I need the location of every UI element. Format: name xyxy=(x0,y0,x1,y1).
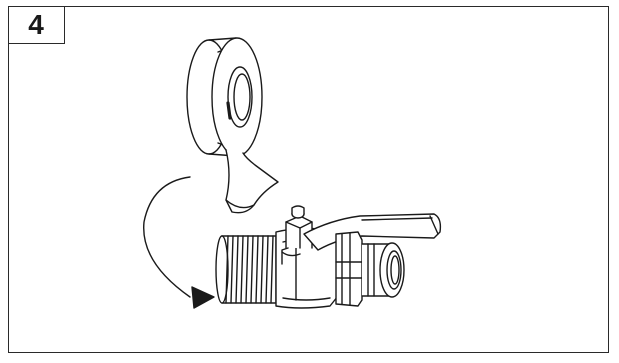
ptfe-tape-roll xyxy=(187,38,278,213)
union-nut xyxy=(336,232,362,306)
rotation-arrow xyxy=(144,177,214,308)
ball-valve xyxy=(216,206,440,308)
outlet-end xyxy=(362,243,404,297)
male-thread xyxy=(216,236,276,303)
